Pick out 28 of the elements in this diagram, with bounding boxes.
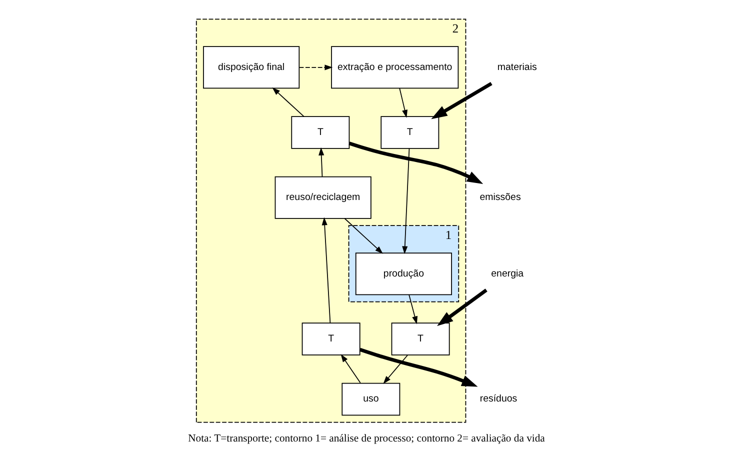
node-box: uso bbox=[341, 382, 400, 416]
arrow bbox=[398, 88, 407, 118]
node-box: T bbox=[390, 322, 450, 356]
node-box: T bbox=[301, 322, 360, 356]
arrow bbox=[318, 147, 324, 178]
arrow bbox=[340, 354, 360, 384]
arrow bbox=[430, 82, 492, 120]
arrow bbox=[436, 288, 487, 326]
node-box: T bbox=[380, 116, 439, 149]
node-box: produção bbox=[354, 252, 452, 296]
node-box: extração e processamento bbox=[330, 46, 458, 89]
arrow bbox=[272, 87, 304, 117]
node-box: T bbox=[290, 116, 350, 149]
arrow bbox=[348, 142, 483, 184]
node-box: reuso/reciclagem bbox=[274, 176, 371, 219]
arrow bbox=[344, 218, 383, 254]
arrow bbox=[358, 348, 478, 387]
node-text: resíduos bbox=[479, 394, 517, 405]
node-box: disposição final bbox=[202, 46, 300, 89]
caption: Nota: T=transporte; contorno 1= análise de processo; contorno 2= avaliação da vida bbox=[188, 433, 544, 444]
arrow bbox=[408, 294, 418, 324]
arrow bbox=[298, 64, 332, 70]
node-text: energia bbox=[490, 268, 524, 280]
node-text: emissões bbox=[479, 192, 520, 204]
node-text: materiais bbox=[496, 62, 536, 73]
arrow bbox=[382, 354, 408, 384]
arrow bbox=[321, 217, 330, 324]
arrow bbox=[402, 148, 410, 254]
